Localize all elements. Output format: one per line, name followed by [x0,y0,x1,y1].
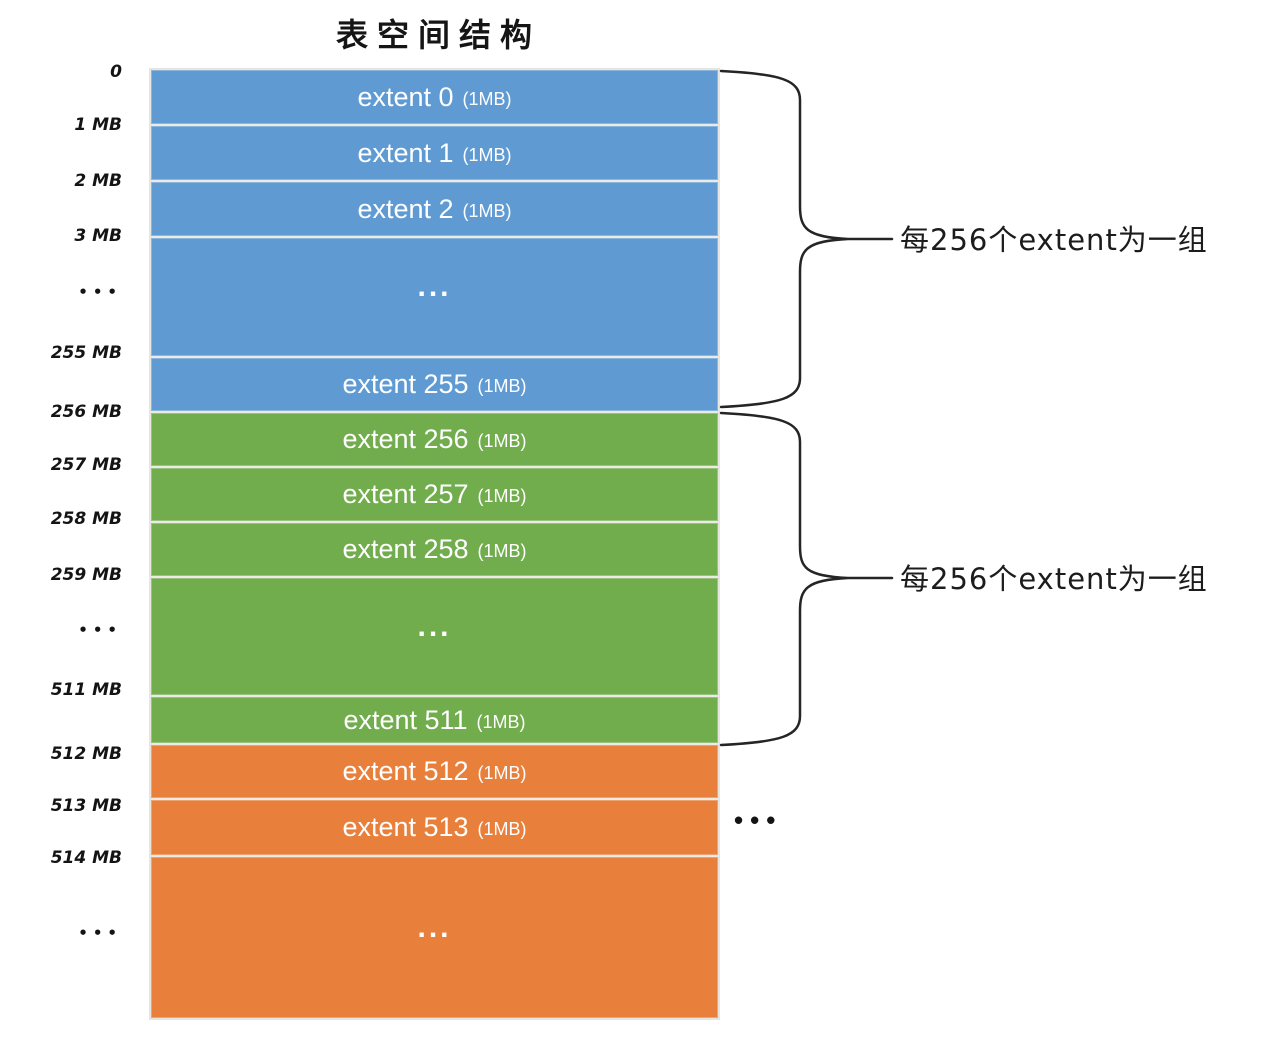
page-title: 表空间结构 [335,16,542,54]
ellipsis-row: ... [151,578,718,697]
group-size-annotation-2: 每256个extent为一组 [900,562,1208,597]
row-ellipsis-label: ... [417,609,452,643]
extent-label: extent 1 [357,137,454,168]
extent-label: extent 257 [342,479,469,509]
extent-label: extent 511 [343,704,468,735]
offset-axis: 0 1 MB 2 MB 3 MB ••• 255 MB 256 MB 257 MB 258 MB… [0,0,125,1049]
axis-offset-label: 513 MB [50,796,122,816]
curly-brace-group1 [719,69,894,409]
extent-row: extent 258 (1MB) [151,523,718,578]
extent-size-label: (1MB) [477,431,527,451]
ellipsis-row: ... [151,857,718,1018]
more-groups-ellipsis: ••• [734,804,783,835]
axis-offset-label: 1 MB [74,115,122,135]
ellipsis-row: ... [151,238,718,358]
extent-size-label: (1MB) [477,376,527,396]
axis-offset-label: 512 MB [50,744,122,764]
axis-ellipsis: ••• [78,924,122,942]
tablespace-table: extent 0 (1MB) extent 1 (1MB) extent 2 (1MB).… [151,70,718,1018]
axis-offset-label: 255 MB [50,343,122,363]
extent-row: extent 0 (1MB) [151,70,718,126]
curly-brace-group2 [719,411,894,747]
group-size-annotation-1: 每256个extent为一组 [900,223,1208,258]
extent-label: extent 256 [342,424,469,454]
axis-ellipsis: ••• [78,283,122,301]
extent-row: extent 255 (1MB) [151,358,718,413]
extent-size-label: (1MB) [477,541,527,561]
extent-row: extent 511 (1MB) [151,697,718,745]
extent-label: extent 255 [342,369,469,399]
extent-row: extent 1 (1MB) [151,126,718,182]
extent-row: extent 513 (1MB) [151,800,718,857]
extent-size-label: (1MB) [462,144,512,165]
extent-row: extent 512 (1MB) [151,745,718,800]
axis-offset-label: 257 MB [50,455,122,475]
extent-size-label: (1MB) [477,819,527,839]
extent-row: extent 2 (1MB) [151,182,718,238]
extent-size-label: (1MB) [477,763,527,783]
extent-label: extent 513 [342,812,469,842]
extent-size-label: (1MB) [462,88,512,109]
axis-offset-label: 514 MB [50,848,122,868]
axis-offset-label: 511 MB [50,680,122,700]
extent-label: extent 512 [342,756,469,786]
axis-offset-label: 259 MB [50,565,122,585]
axis-offset-label: 258 MB [50,509,122,529]
axis-offset-label: 0 [110,62,122,82]
extent-size-label: (1MB) [462,200,512,221]
axis-ellipsis: ••• [78,621,122,639]
axis-offset-label: 2 MB [74,171,122,191]
extent-size-label: (1MB) [476,711,526,732]
row-ellipsis-label: ... [417,910,452,944]
extent-size-label: (1MB) [477,486,527,506]
axis-offset-label: 3 MB [74,226,122,246]
extent-label: extent 2 [357,193,454,224]
extent-label: extent 258 [342,534,469,564]
row-ellipsis-label: ... [417,269,452,303]
extent-label: extent 0 [357,81,454,112]
axis-offset-label: 256 MB [50,402,122,422]
extent-row: extent 256 (1MB) [151,413,718,468]
extent-row: extent 257 (1MB) [151,468,718,523]
